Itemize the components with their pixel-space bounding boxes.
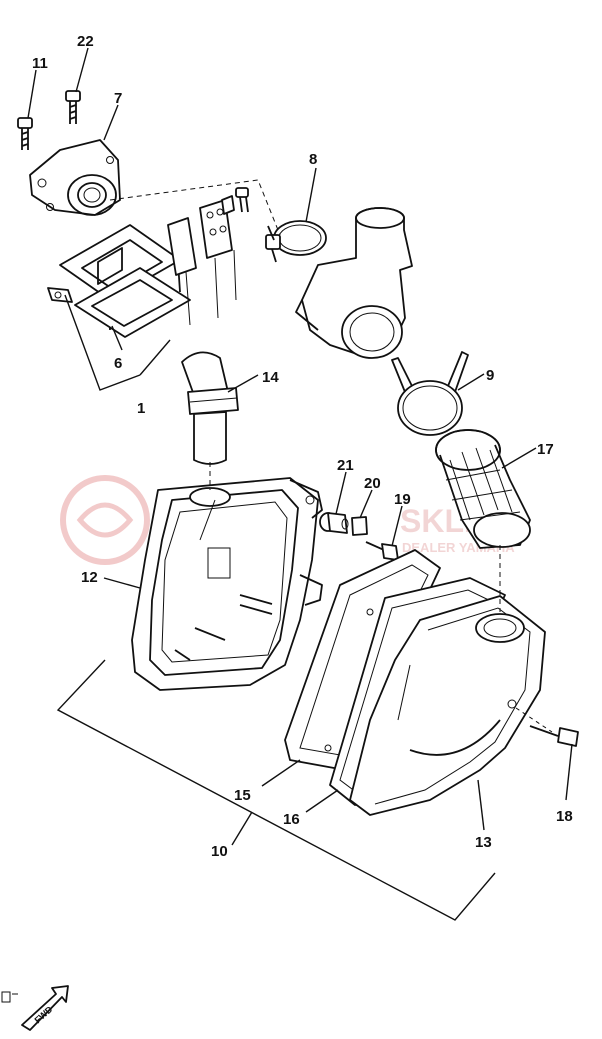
callout-7: 7 <box>114 90 122 107</box>
group-11-bracket <box>56 659 496 921</box>
bolt-22 <box>65 90 81 124</box>
callout-20: 20 <box>364 475 381 492</box>
assembly-dashes <box>109 179 281 236</box>
damper-21 <box>319 512 349 534</box>
leader-1-a <box>64 294 141 391</box>
callout-9: 8 <box>309 151 317 168</box>
joint-17 <box>435 429 531 549</box>
clamp-9 <box>265 220 327 263</box>
carburetor <box>295 207 413 359</box>
elbow-14 <box>181 351 239 465</box>
intake-manifold <box>29 139 121 216</box>
callout-22: 22 <box>77 33 94 50</box>
callout-18: 18 <box>556 808 573 825</box>
callout-8: 11 <box>32 55 48 72</box>
callout-10: 9 <box>486 367 494 384</box>
callout-labels: 11 22 7 8 6 1 9 14 17 21 20 19 12 15 16 … <box>32 33 573 860</box>
leader-lines <box>27 47 573 846</box>
callout-13: 13 <box>475 834 492 851</box>
callout-12: 12 <box>81 569 98 586</box>
center-dashes <box>209 462 553 733</box>
case-12 <box>131 477 323 691</box>
reed-stopper-plates <box>167 187 249 326</box>
callout-6: 6 <box>114 355 122 372</box>
callout-16: 16 <box>283 811 300 828</box>
callout-1: 1 <box>137 400 145 417</box>
clip-10 <box>391 351 469 436</box>
fwd-arrow: FWD <box>1 985 69 1031</box>
screw-19 <box>365 541 399 561</box>
callout-11: 10 <box>211 843 228 860</box>
reed-valve-assembly <box>47 224 191 338</box>
callout-15: 15 <box>234 787 251 804</box>
bolt-8 <box>17 117 33 150</box>
callout-17: 17 <box>537 441 554 458</box>
leader-1-b <box>139 339 171 376</box>
callout-14: 14 <box>262 369 279 386</box>
screw-18 <box>529 725 579 747</box>
callout-19: 19 <box>394 491 411 508</box>
collar-20 <box>351 516 368 536</box>
cap-13 <box>349 595 546 816</box>
callout-21: 21 <box>337 457 354 474</box>
